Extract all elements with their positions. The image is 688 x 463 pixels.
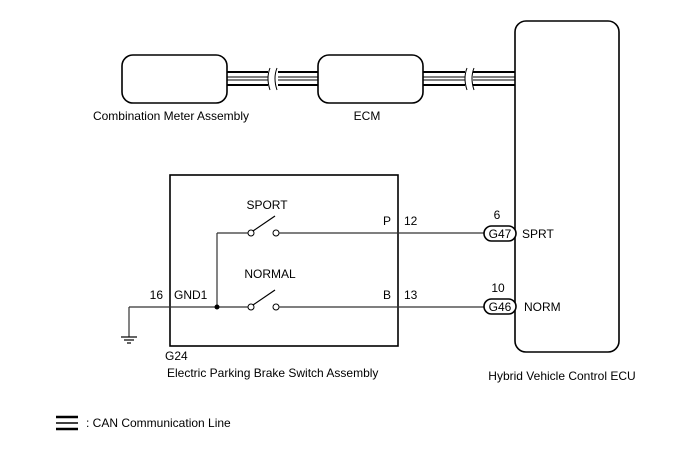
connector-g46: G46 <box>483 298 517 315</box>
ecm-box <box>317 54 424 104</box>
legend-can-label: : CAN Communication Line <box>86 416 231 430</box>
hv-ecu-box <box>514 20 620 353</box>
connector-g47-label: G47 <box>489 227 512 241</box>
break-mark-icon <box>471 67 475 91</box>
break-mark-icon <box>274 67 278 91</box>
norm-label: NORM <box>524 300 561 314</box>
normal-switch-label: NORMAL <box>244 267 296 281</box>
sport-switch: SPORT <box>246 198 288 237</box>
hv-ecu-label: Hybrid Vehicle Control ECU <box>488 369 635 383</box>
sport-switch-label: SPORT <box>246 198 288 212</box>
sprt-label: SPRT <box>522 227 554 241</box>
connector-g46-label: G46 <box>489 300 512 314</box>
combination-meter-label: Combination Meter Assembly <box>93 109 249 123</box>
can-line-ecm-hvecu <box>422 67 516 91</box>
epb-connector-label: G24 <box>165 349 188 363</box>
legend-can-icon <box>56 415 78 431</box>
break-mark-icon <box>267 67 271 91</box>
terminal-gnd1-label: GND1 <box>174 288 208 302</box>
can-line-meter-ecm <box>226 67 320 91</box>
pin-10-label: 10 <box>491 281 505 295</box>
junction-dot <box>214 304 220 310</box>
pin-6-label: 6 <box>494 208 501 222</box>
terminal-p-label: P <box>383 214 391 228</box>
epb-switch-label: Electric Parking Brake Switch Assembly <box>167 366 378 380</box>
pin-16-label: 16 <box>150 288 164 302</box>
normal-switch: NORMAL <box>244 267 296 311</box>
epb-switch-box <box>169 174 399 347</box>
pin-13-label: 13 <box>404 288 418 302</box>
connector-g47: G47 <box>483 225 517 242</box>
terminal-b-label: B <box>383 288 391 302</box>
ecm-label: ECM <box>354 109 381 123</box>
ground-icon <box>121 307 137 344</box>
break-mark-icon <box>464 67 468 91</box>
combination-meter-box <box>121 54 228 104</box>
pin-12-label: 12 <box>404 214 418 228</box>
